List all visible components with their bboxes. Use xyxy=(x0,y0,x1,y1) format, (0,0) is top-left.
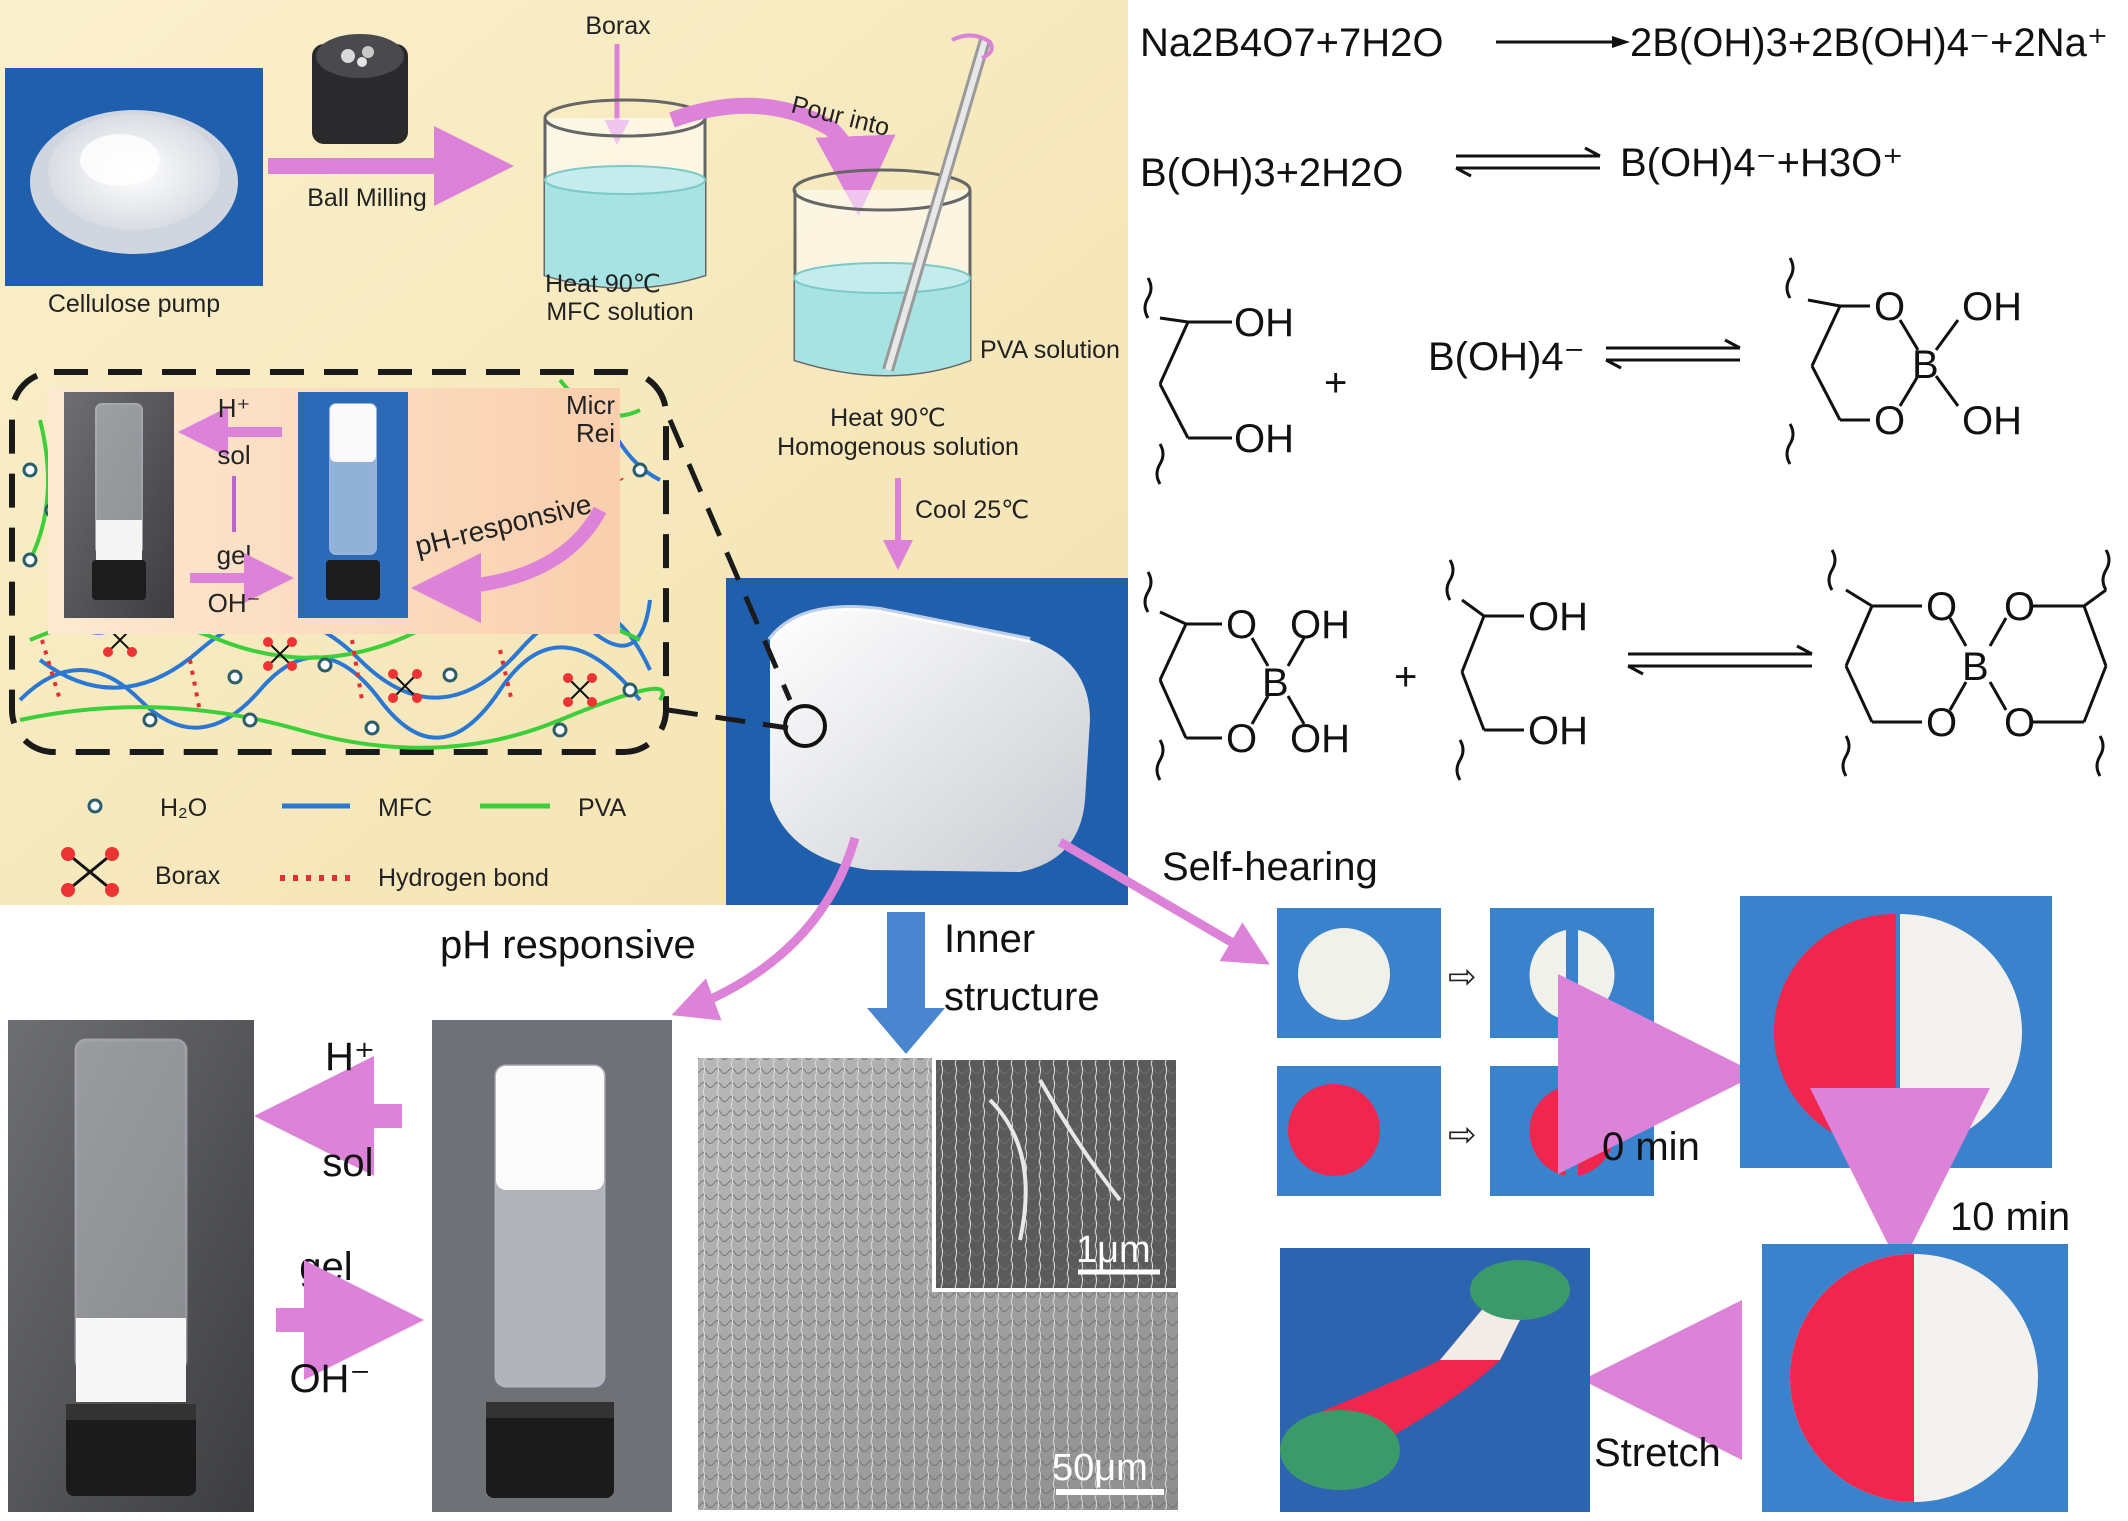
cellulose-pump-photo xyxy=(5,68,263,286)
r4-diol xyxy=(1445,559,1524,781)
pva-solution-label: PVA solution xyxy=(980,336,1120,364)
r4-diol-oh-top: OH xyxy=(1528,595,1588,639)
r4-o-top: O xyxy=(1226,603,1257,647)
healed-disc-10min-photo xyxy=(1762,1244,2068,1512)
joined-disc-0min-photo xyxy=(1740,896,2052,1168)
r4-b: B xyxy=(1262,661,1289,705)
legend: H₂O MFC PVA Borax Hydrogen bond xyxy=(61,794,626,897)
mfc-beaker xyxy=(543,98,707,289)
reaction3-diol xyxy=(1143,277,1232,485)
t10-label: 10 min xyxy=(1950,1195,2070,1239)
stretch-label: Stretch xyxy=(1594,1431,1721,1475)
cut-arrow-icon-1: ⇨ xyxy=(1448,958,1477,996)
micro-label-2: Rei xyxy=(576,418,615,448)
r3-o-top: O xyxy=(1874,285,1905,329)
ph-responsive-arrow xyxy=(671,836,860,1021)
eq2-left: B(OH)3+2H2O xyxy=(1140,151,1403,195)
r4-prod-o3: O xyxy=(2004,585,2035,629)
legend-pva: PVA xyxy=(578,794,626,822)
eq2-right: B(OH)4⁻+H3O⁺ xyxy=(1620,141,1903,185)
hydrogel-block-photo xyxy=(726,578,1128,905)
r3-oh-top: OH xyxy=(1234,301,1294,345)
legend-borax: Borax xyxy=(155,862,221,890)
r3-o-bottom: O xyxy=(1874,399,1905,443)
r3-reagent: B(OH)4⁻ xyxy=(1428,335,1585,379)
ball-mill-jar-icon xyxy=(312,34,408,144)
zoom-line-top xyxy=(667,419,793,701)
inset-h-plus: H⁺ xyxy=(218,393,251,423)
r4-prod-b: B xyxy=(1962,645,1989,689)
oh-minus-label: OH⁻ xyxy=(289,1357,370,1401)
inset-oh-minus: OH⁻ xyxy=(208,588,261,618)
h-plus-label: H⁺ xyxy=(325,1035,375,1079)
legend-hydrogen-bond: Hydrogen bond xyxy=(378,864,549,892)
self-healing-label: Self-hearing xyxy=(1162,845,1378,889)
microstructure-box xyxy=(9,369,669,755)
rotation-icon xyxy=(951,33,994,60)
sol-label: sol xyxy=(322,1141,373,1185)
r4-prod-o4: O xyxy=(2004,701,2035,745)
eq2-equilibrium-arrow xyxy=(1455,146,1601,178)
inner-structure-label-2: structure xyxy=(944,975,1100,1019)
gel-label: gel xyxy=(299,1245,352,1289)
r4-plus: + xyxy=(1394,655,1417,699)
r3-plus: + xyxy=(1324,361,1347,405)
r4-prod-o2: O xyxy=(1926,701,1957,745)
legend-mfc: MFC xyxy=(378,794,432,822)
gel-tube-photo xyxy=(432,1020,672,1512)
inner-structure-arrow xyxy=(867,912,945,1054)
r4-borate-ester xyxy=(1143,571,1306,781)
r4-oh-top: OH xyxy=(1290,603,1350,647)
r4-equilibrium-arrow xyxy=(1627,644,1813,676)
self-healing-arrow xyxy=(1057,838,1270,965)
homogenous-solution-label: Homogenous solution xyxy=(777,433,1019,461)
r3-equilibrium-arrow xyxy=(1605,338,1741,370)
eq1-right: 2B(OH)3+2B(OH)4⁻+2Na⁺ xyxy=(1630,21,2108,65)
legend-borax-swatch xyxy=(61,847,119,897)
mfc-solution-label: MFC solution xyxy=(546,298,693,326)
r4-product-diborate xyxy=(1827,549,2111,777)
inset-gel: gel xyxy=(217,540,252,570)
t0-label: 0 min xyxy=(1602,1125,1700,1169)
r3-oh-bottom: OH xyxy=(1234,417,1294,461)
micro-label-1: Micr xyxy=(566,390,615,420)
cut-arrow-icon-2: ⇨ xyxy=(1448,1116,1477,1154)
legend-h2o: H₂O xyxy=(160,794,207,822)
r3-product-ring xyxy=(1785,257,1960,465)
legend-h2o-swatch xyxy=(87,798,103,814)
pva-beaker xyxy=(792,168,972,377)
cellulose-pump-label: Cellulose pump xyxy=(48,290,220,318)
zoom-line-bottom xyxy=(667,707,789,731)
mfc-heat-label: Heat 90℃ xyxy=(545,270,661,298)
r4-prod-o1: O xyxy=(1926,585,1957,629)
r3-oh-product-top: OH xyxy=(1962,285,2022,329)
scale-large-label: 50μm xyxy=(1052,1447,1148,1489)
inner-structure-label-1: Inner xyxy=(944,917,1035,961)
sol-tube-photo xyxy=(8,1020,254,1512)
sem-image xyxy=(698,1056,1180,1510)
red-disc-whole-photo xyxy=(1277,1066,1441,1196)
borax-label: Borax xyxy=(585,12,651,40)
homo-heat-label: Heat 90℃ xyxy=(830,404,946,432)
scale-small-label: 1μm xyxy=(1076,1229,1151,1271)
eq1-left: Na2B4O7+7H2O xyxy=(1140,21,1444,65)
r4-oh-bottom: OH xyxy=(1290,717,1350,761)
ph-responsive-label: pH responsive xyxy=(440,923,696,967)
r3-b: B xyxy=(1912,343,1939,387)
r4-diol-oh-bottom: OH xyxy=(1528,709,1588,753)
r3-oh-product-bottom: OH xyxy=(1962,399,2022,443)
r4-o-bottom: O xyxy=(1226,717,1257,761)
white-disc-cut-photo xyxy=(1490,908,1654,1038)
inset-ph-arrow xyxy=(411,506,607,623)
inset-sol: sol xyxy=(217,440,250,470)
inset-sol-tube-photo xyxy=(64,392,174,618)
ball-milling-label: Ball Milling xyxy=(307,184,426,212)
inset-gel-tube-photo xyxy=(298,392,408,618)
cool-label: Cool 25℃ xyxy=(915,496,1029,524)
white-disc-whole-photo xyxy=(1277,908,1441,1038)
pour-into-arrow xyxy=(669,97,896,216)
stretched-hydrogel-photo xyxy=(1280,1248,1590,1512)
